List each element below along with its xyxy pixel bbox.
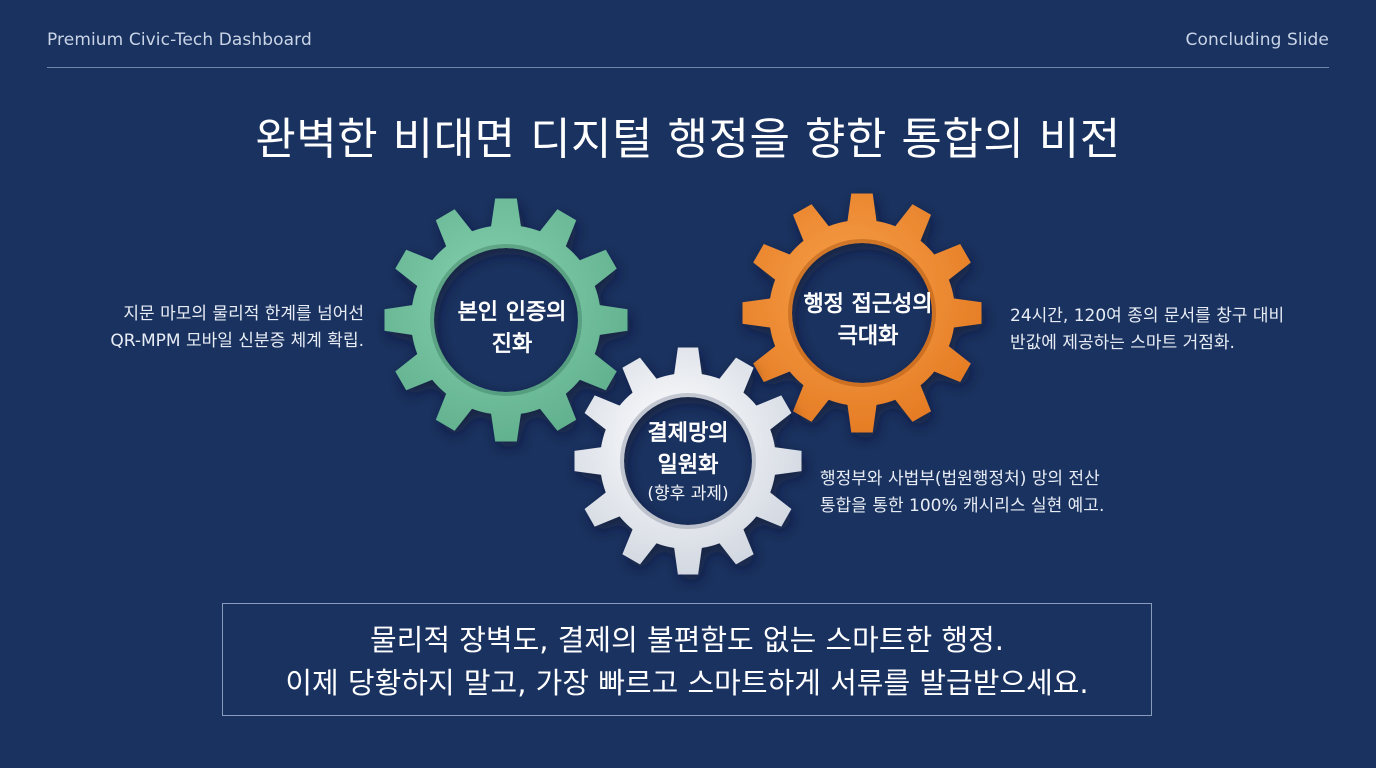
slide-header: Premium Civic-Tech Dashboard Concluding … (47, 30, 1329, 68)
gear-orange-line2: 극대화 (837, 324, 899, 349)
description-right-line2: 반값에 제공하는 스마트 거점화. (1010, 333, 1235, 353)
description-right: 24시간, 120여 종의 문서를 창구 대비 반값에 제공하는 스마트 거점화… (1010, 303, 1284, 357)
closing-line1: 물리적 장벽도, 결제의 불편함도 없는 스마트한 행정. (369, 623, 1005, 657)
description-left-line2: QR-MPM 모바일 신분증 체계 확립. (110, 331, 364, 351)
closing-message-box: 물리적 장벽도, 결제의 불편함도 없는 스마트한 행정. 이제 당황하지 말고… (222, 603, 1152, 716)
description-left-line1: 지문 마모의 물리적 한계를 넘어선 (123, 304, 364, 324)
gear-white-line2: 일원화 (657, 453, 719, 478)
gear-white-inner-rim (620, 393, 756, 529)
gear-green-line1: 본인 인증의 (457, 300, 567, 325)
gear-white-body (574, 347, 802, 575)
header-right-label: Concluding Slide (1185, 30, 1329, 50)
description-left: 지문 마모의 물리적 한계를 넘어선 QR-MPM 모바일 신분증 체계 확립. (110, 301, 364, 355)
slide-title: 완벽한 비대면 디지털 행정을 향한 통합의 비전 (255, 114, 1121, 165)
gear-orange-icon (742, 193, 982, 433)
gear-green-icon (384, 198, 628, 442)
closing-line2: 이제 당황하지 말고, 가장 빠르고 스마트하게 서류를 발급받으세요. (285, 666, 1089, 700)
description-bottom: 행정부와 사법부(법원행정처) 망의 전산 통합을 통한 100% 캐시리스 실… (820, 466, 1104, 520)
gear-orange-body (742, 193, 982, 433)
gear-orange-line1: 행정 접근성의 (803, 292, 933, 317)
gear-white-line1: 결제망의 (647, 421, 729, 446)
gear-white-sub: (향후 과제) (647, 484, 729, 504)
description-bottom-line2: 통합을 통한 100% 캐시리스 실현 예고. (820, 496, 1105, 516)
gear-white-icon (574, 347, 802, 575)
gear-orange-inner-rim (788, 239, 936, 387)
gear-orange-label: 행정 접근성의 극대화 (768, 289, 968, 353)
gear-green-label: 본인 인증의 진화 (412, 297, 612, 361)
header-left-label: Premium Civic-Tech Dashboard (47, 30, 312, 50)
gear-green-line2: 진화 (491, 332, 533, 357)
gear-white-label: 결제망의 일원화 (향후 과제) (588, 418, 788, 506)
description-bottom-line1: 행정부와 사법부(법원행정처) 망의 전산 (820, 469, 1100, 489)
gear-green-inner-rim (430, 244, 582, 396)
description-right-line1: 24시간, 120여 종의 문서를 창구 대비 (1010, 306, 1285, 326)
gear-green-body (384, 198, 628, 442)
